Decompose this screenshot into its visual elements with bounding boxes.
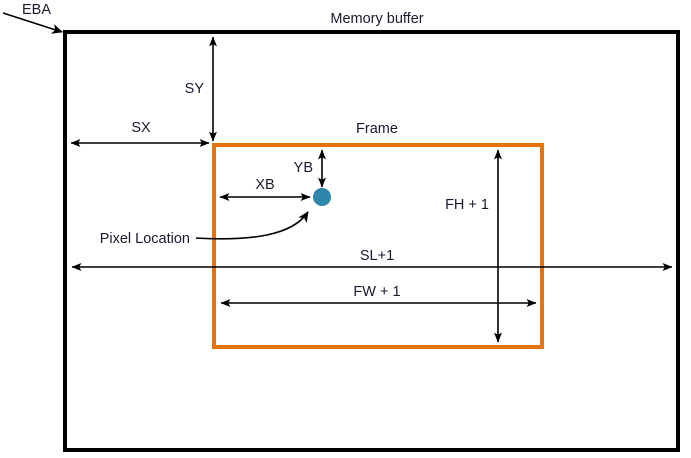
memory-buffer-rect — [63, 30, 680, 452]
pixel-location-dot — [313, 188, 331, 206]
eba-label: EBA — [22, 2, 51, 18]
fw-label: FW + 1 — [353, 284, 400, 300]
pixel-location-leader-line — [195, 211, 309, 240]
frame-rect — [212, 143, 544, 349]
pixel-location-label: Pixel Location — [100, 231, 190, 247]
fh-label: FH + 1 — [445, 197, 489, 213]
sy-label: SY — [185, 81, 205, 97]
eba-leader-line — [2, 12, 63, 34]
frame-label: Frame — [356, 121, 398, 137]
yb-label: YB — [294, 160, 313, 176]
memory-buffer-title: Memory buffer — [330, 11, 423, 27]
sx-label: SX — [131, 120, 151, 136]
xb-label: XB — [255, 177, 274, 193]
sl-label: SL+1 — [360, 248, 394, 264]
